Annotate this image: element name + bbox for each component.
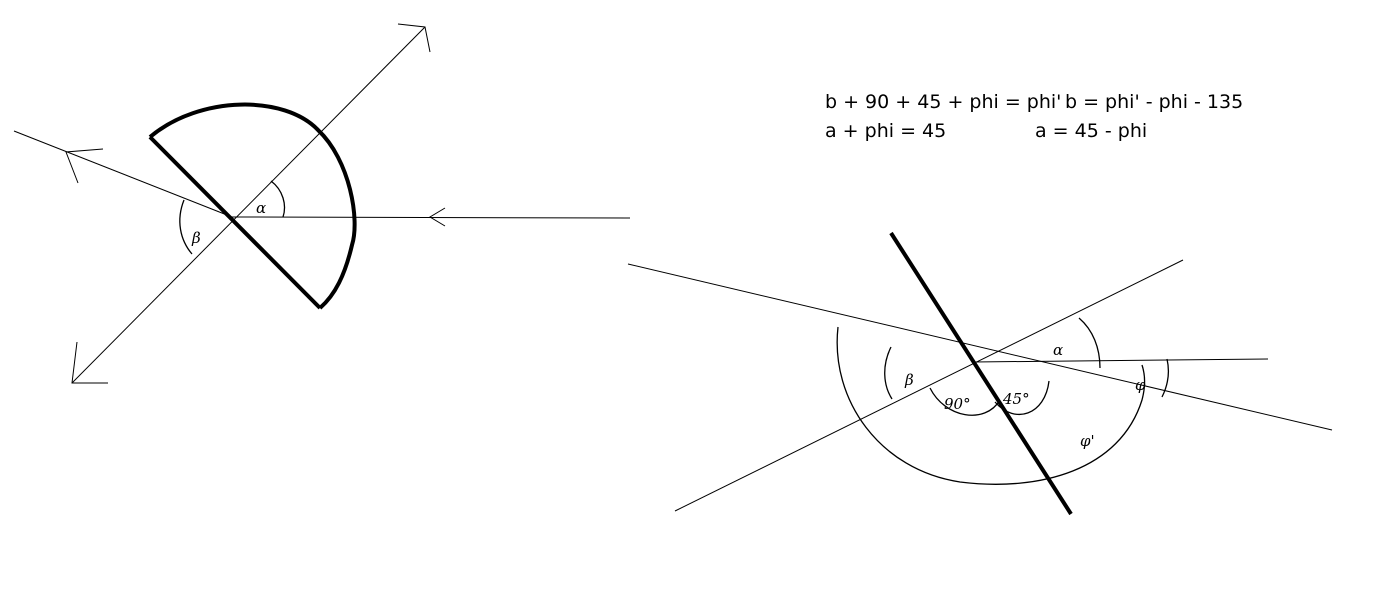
right-45-arc xyxy=(994,380,1050,415)
right-alpha-label: α xyxy=(1053,341,1063,359)
right-phi-arc xyxy=(1161,358,1169,398)
left-incident-arrow xyxy=(429,207,446,227)
left-reflected-ray xyxy=(13,130,233,218)
right-phi-prime-arc xyxy=(836,326,1146,485)
equation-line1-right: b = phi' - phi - 135 xyxy=(1065,91,1244,113)
left-beta-label: β xyxy=(191,229,201,247)
right-beta-arc xyxy=(884,346,893,400)
left-beta-arc xyxy=(179,199,193,255)
right-45-label: 45° xyxy=(1002,390,1030,408)
left-semicircle-outline xyxy=(148,102,357,310)
left-alpha-label: α xyxy=(256,199,266,217)
equation-line1-left: b + 90 + 45 + phi = phi' xyxy=(825,91,1062,113)
right-phi-prime-label: φ' xyxy=(1080,432,1095,450)
equation-line2-right: a = 45 - phi xyxy=(1035,120,1148,142)
equation-line2-left: a + phi = 45 xyxy=(825,120,947,142)
left-figure xyxy=(13,23,631,384)
right-alpha-arc xyxy=(1078,317,1101,369)
right-mirror-line xyxy=(889,231,1073,516)
left-normal-arrow-top xyxy=(397,23,431,53)
right-figure xyxy=(627,231,1333,516)
right-90-label: 90° xyxy=(944,395,971,413)
left-alpha-arc xyxy=(270,180,286,218)
right-line-a xyxy=(627,263,1333,431)
right-phi-label: φ xyxy=(1135,376,1146,394)
right-line-b xyxy=(674,259,1184,512)
right-horizontal-line xyxy=(973,358,1269,363)
left-flat-face xyxy=(148,135,322,310)
right-90-arc xyxy=(929,387,1001,416)
right-beta-label: β xyxy=(904,371,914,389)
left-reflected-arrow xyxy=(65,148,104,184)
left-normal-line xyxy=(71,26,426,384)
left-normal-arrow-bottom xyxy=(71,341,108,384)
